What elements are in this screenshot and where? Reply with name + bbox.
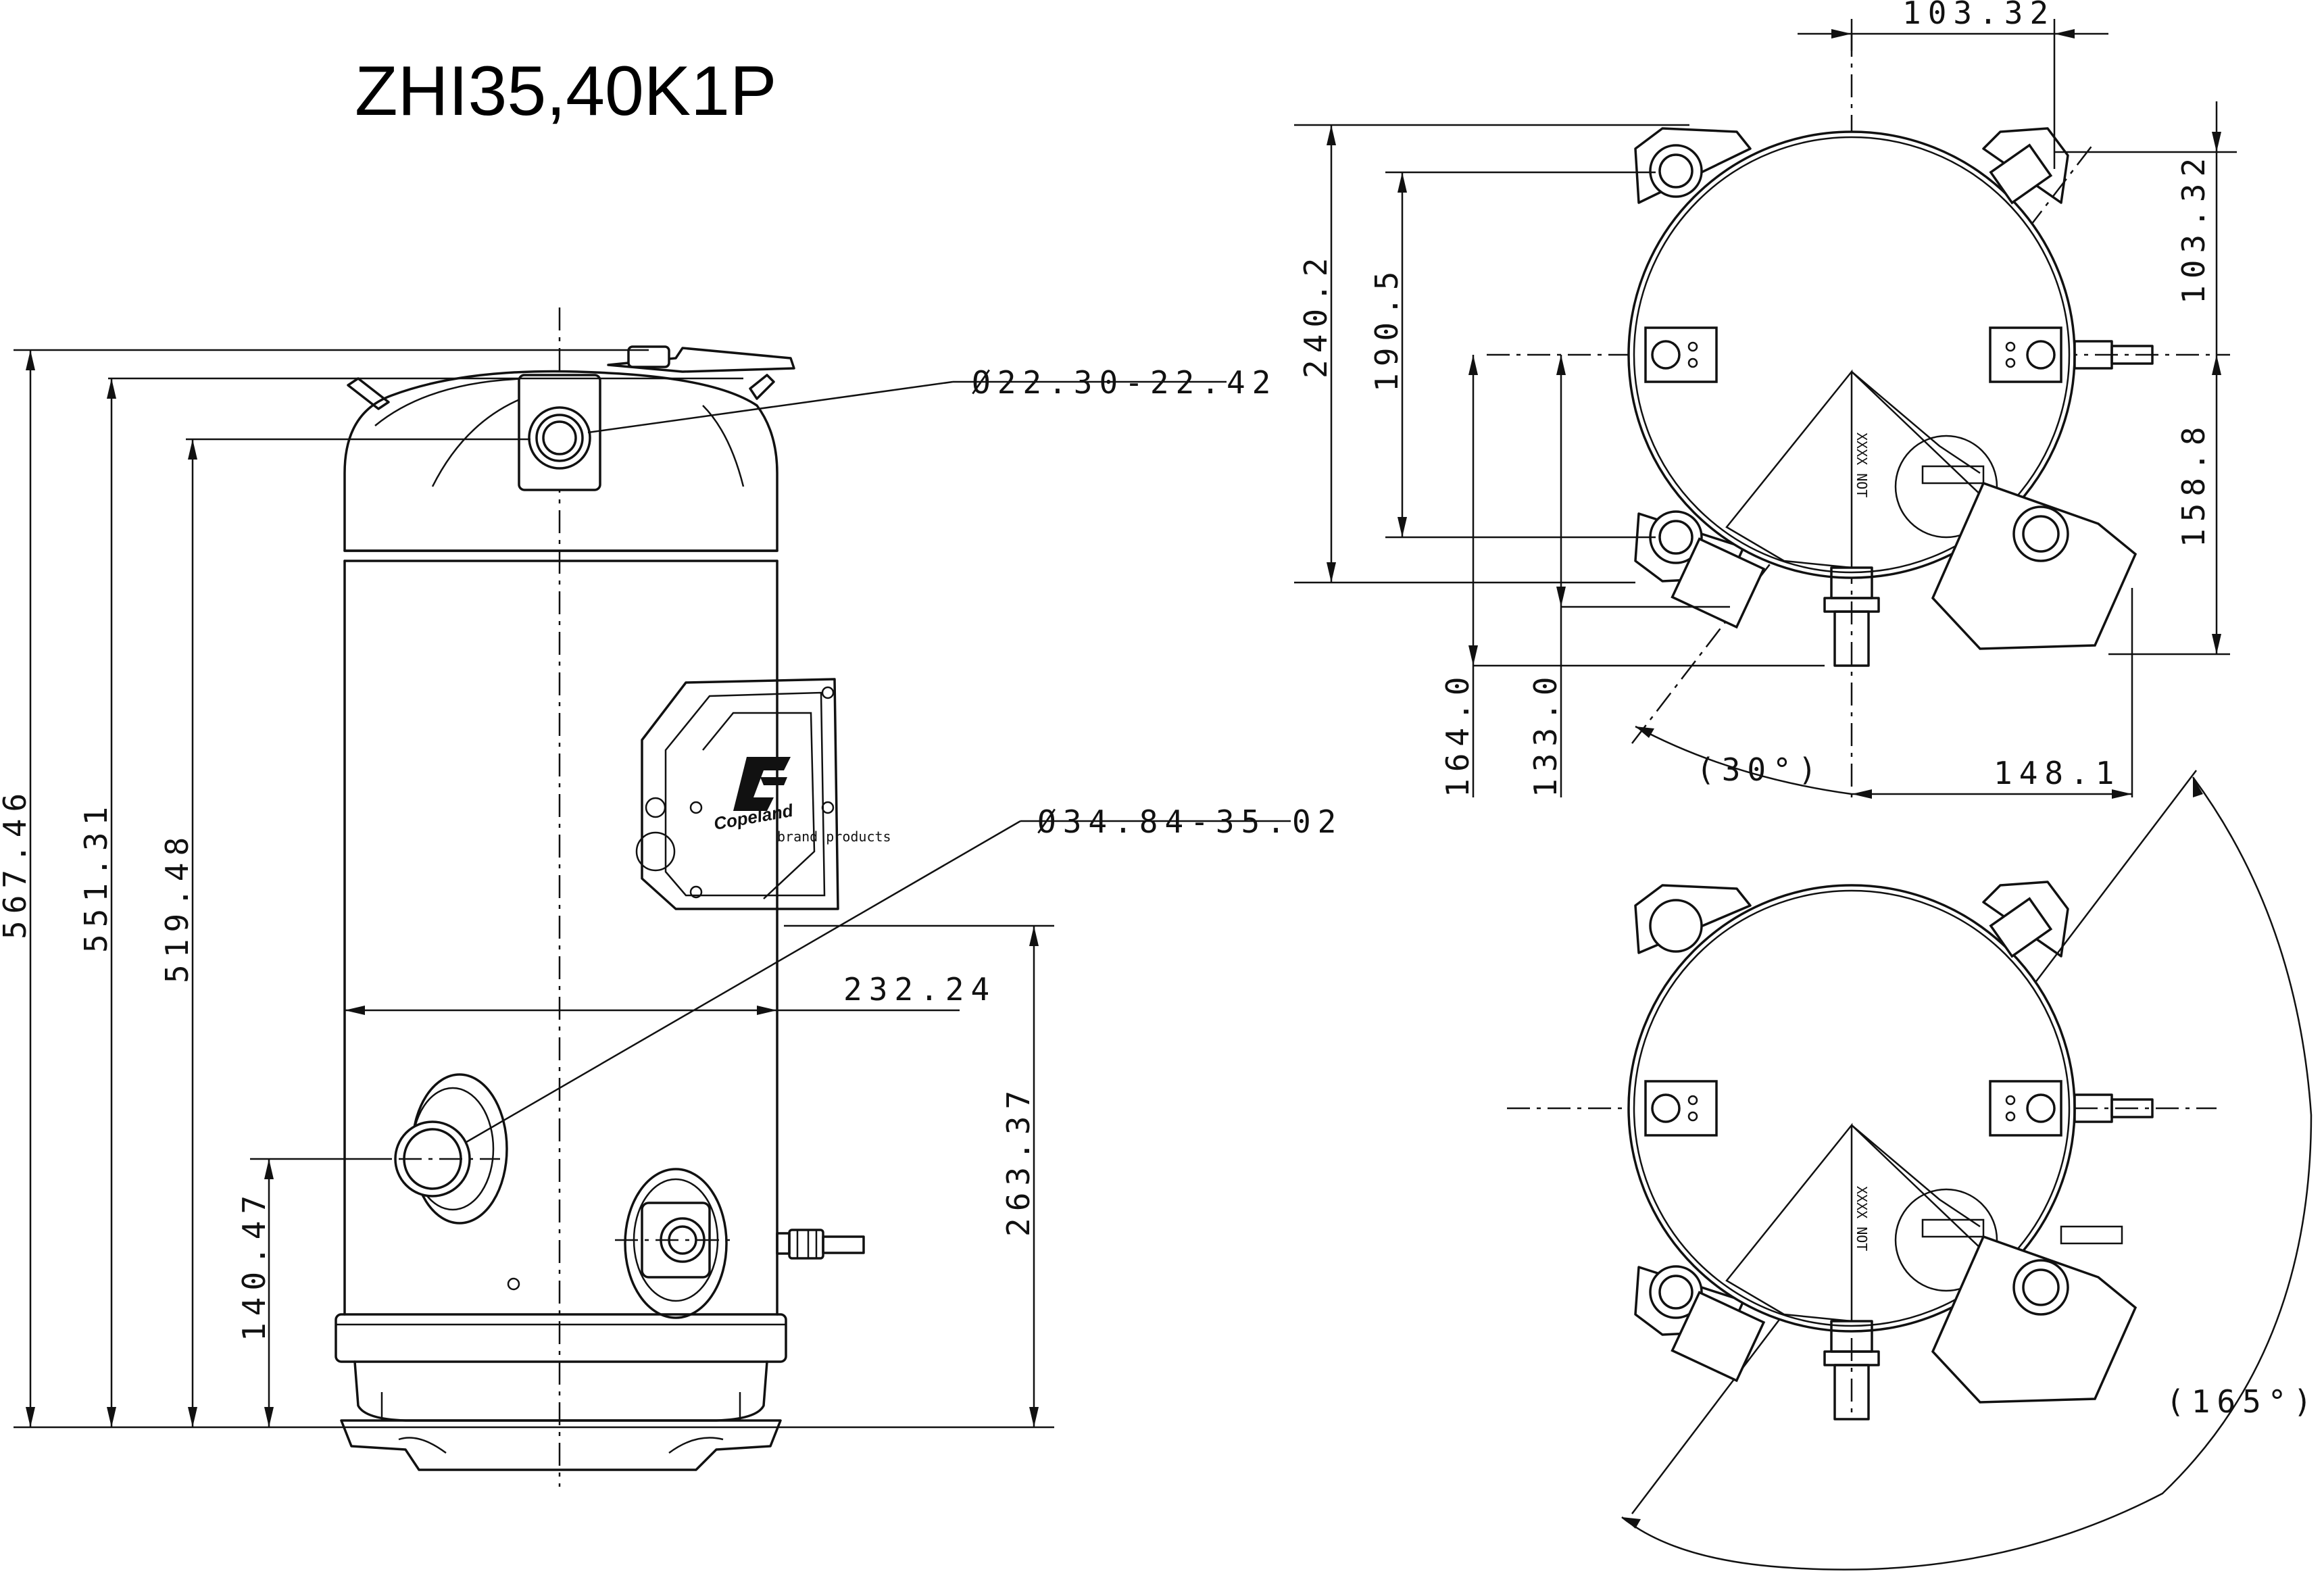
dim-depth-158: 158.8 <box>2175 420 2212 547</box>
dim-discharge-diameter: Ø34.84-35.02 <box>1037 804 1343 840</box>
top-view-dimensions: 103.32 103.32 158.8 240.2 190.5 164.0 13 <box>1294 0 2237 799</box>
model-title: ZHI35,40K1P <box>355 52 776 130</box>
side-view: Copeland brand products <box>335 307 891 1487</box>
dim-depth-190: 190.5 <box>1368 265 1405 392</box>
dim-depth-240: 240.2 <box>1297 251 1334 378</box>
brand-sub-text: brand products <box>777 829 891 845</box>
top-view-lower: XXXX NOT (165°) <box>1507 770 2319 1571</box>
top-view-upper: XXXX NOT <box>1487 34 2230 797</box>
dim-height-box: 263.37 <box>1000 1084 1037 1237</box>
dim-top-offset-x: 103.32 <box>1902 0 2055 31</box>
dim-depth-164: 164.0 <box>1439 670 1476 797</box>
dim-width-148: 148.1 <box>1994 755 2121 791</box>
dim-width-shell: 232.24 <box>843 971 996 1008</box>
side-view-dimensions: 567.46 551.31 519.48 140.47 263.37 232.2… <box>0 349 1343 1429</box>
dim-height-suction: 519.48 <box>159 831 195 983</box>
dim-height-discharge: 140.47 <box>236 1189 272 1341</box>
dim-height-top: 551.31 <box>78 800 114 953</box>
dim-angle-165: (165°) <box>2166 1383 2319 1420</box>
dim-height-total: 567.46 <box>0 787 33 939</box>
dim-suction-diameter: Ø22.30-22.42 <box>972 364 1277 401</box>
nameplate-text-upper: XXXX NOT <box>1854 432 1870 497</box>
dim-depth-133: 133.0 <box>1527 670 1564 797</box>
nameplate-text-lower: XXXX NOT <box>1854 1186 1870 1251</box>
dim-angle-30: (30°) <box>1696 751 1823 788</box>
copeland-logo-icon <box>733 757 791 811</box>
dim-top-offset-y: 103.32 <box>2175 151 2212 304</box>
